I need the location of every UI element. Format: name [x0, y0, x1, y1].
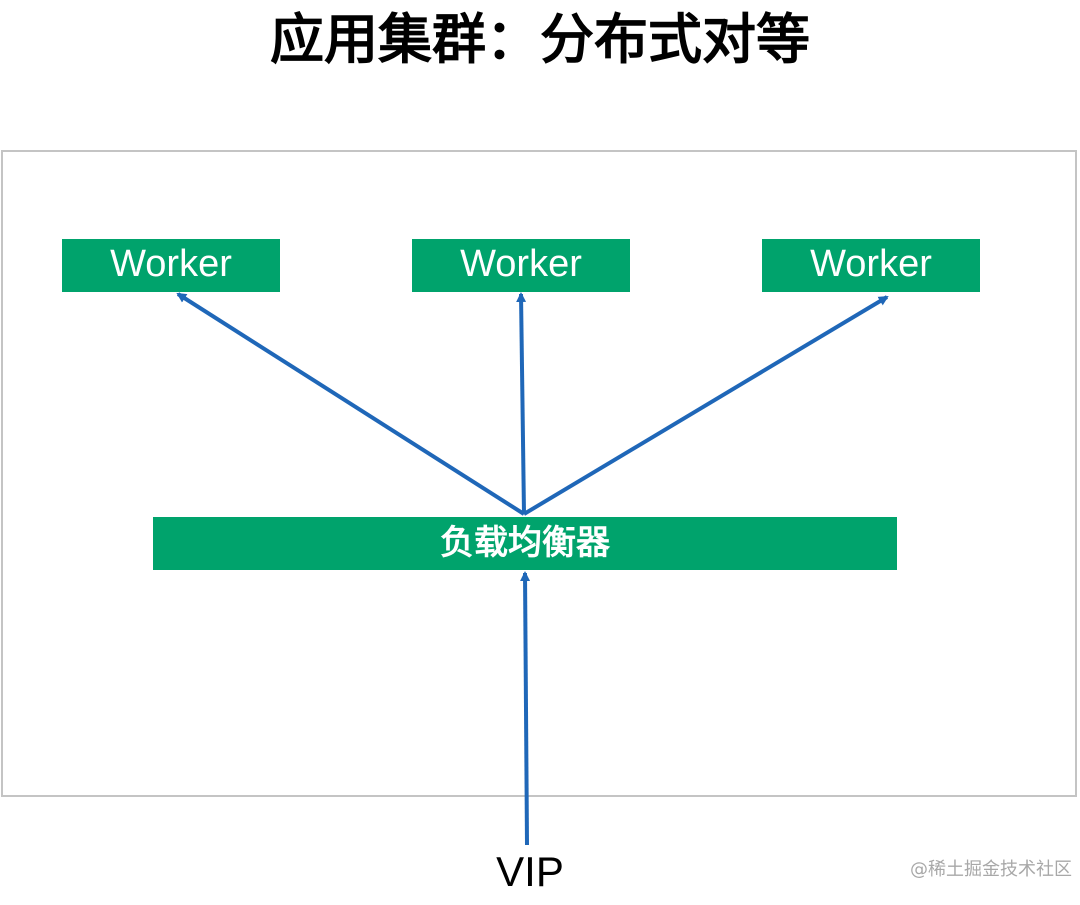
watermark: @稀土掘金技术社区: [910, 859, 1072, 880]
worker-node-1: Worker: [62, 239, 280, 292]
diagram-title: 应用集群：分布式对等: [270, 8, 810, 71]
vip-label: VIP: [496, 848, 564, 895]
load-balancer: 负载均衡器: [153, 517, 897, 570]
worker-node-2: Worker: [412, 239, 630, 292]
worker-node-3: Worker: [762, 239, 980, 292]
